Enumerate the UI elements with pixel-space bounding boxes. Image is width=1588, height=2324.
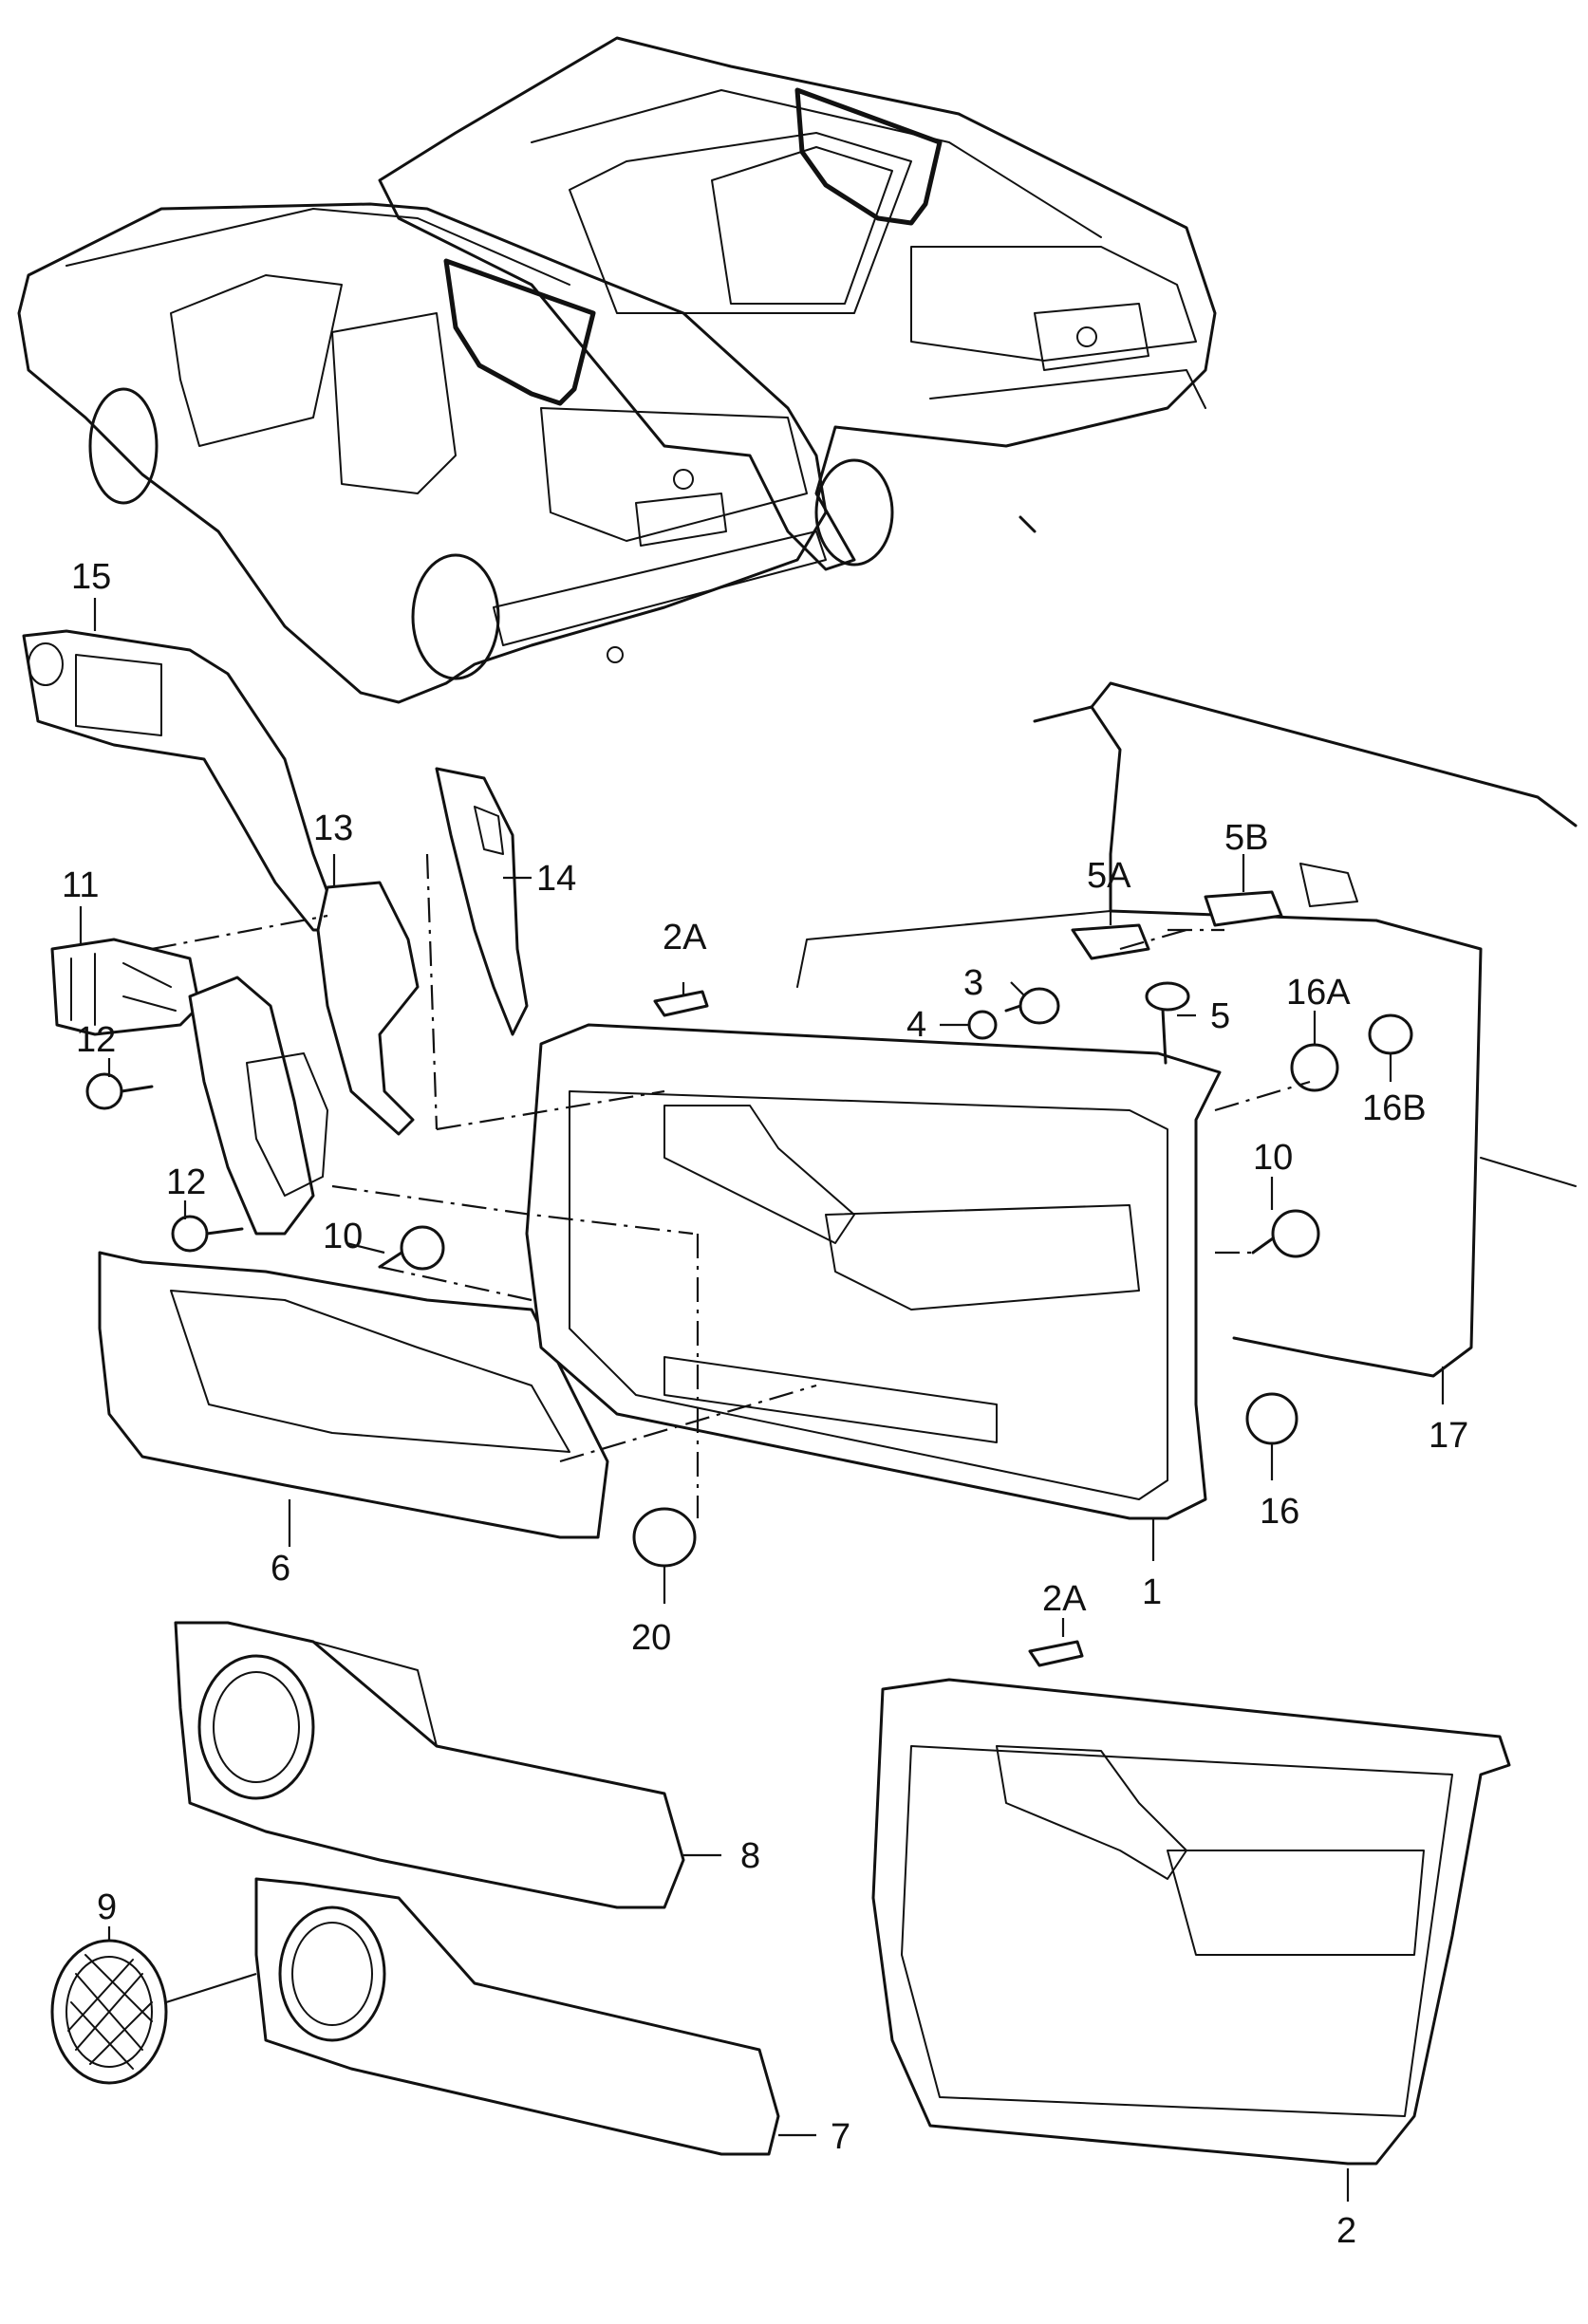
sedan-illustration xyxy=(378,36,1217,571)
callout-13: 13 xyxy=(313,809,353,848)
callout-5A: 5A xyxy=(1087,856,1131,896)
callout-7: 7 xyxy=(831,2117,850,2157)
door-handle-assembly xyxy=(188,976,328,1236)
callout-5B: 5B xyxy=(1224,818,1268,858)
callout-16A: 16A xyxy=(1286,973,1351,1013)
part-2-door-panel xyxy=(871,1678,1511,2166)
part-20-cap xyxy=(632,1507,697,1568)
part-12-screw-top xyxy=(85,1072,154,1110)
part-16B-clip xyxy=(1368,1013,1413,1055)
part-12-screw-bottom xyxy=(171,1215,244,1253)
part-5-rivet xyxy=(1145,981,1190,1065)
part-14-strip xyxy=(435,767,529,1036)
leader-lines xyxy=(79,598,1445,2202)
part-17-door-frame xyxy=(796,681,1578,1378)
part-10-clip-right xyxy=(1251,1209,1320,1258)
part-3-clip xyxy=(1004,987,1060,1025)
part-13-grip xyxy=(316,881,420,1136)
part-7-speaker-trim xyxy=(254,1877,780,2156)
callout-4: 4 xyxy=(906,1005,926,1045)
callout-8: 8 xyxy=(740,1836,760,1876)
part-8-speaker-trim xyxy=(174,1621,685,1909)
callout-10-left: 10 xyxy=(323,1217,363,1256)
callout-20: 20 xyxy=(631,1618,671,1658)
callout-10-right: 10 xyxy=(1253,1138,1293,1178)
callout-9: 9 xyxy=(97,1887,117,1927)
part-2A-clip-top xyxy=(653,990,709,1017)
part-16-clip xyxy=(1245,1392,1298,1445)
part-9-speaker-grille xyxy=(50,1939,168,2085)
part-6-lower-trim xyxy=(98,1251,609,1539)
part-11-bracket xyxy=(50,938,201,1036)
callout-6: 6 xyxy=(271,1549,290,1589)
connection-lines xyxy=(151,853,1311,1518)
callout-11: 11 xyxy=(62,865,99,905)
callout-16B: 16B xyxy=(1362,1088,1427,1128)
callout-16: 16 xyxy=(1260,1492,1299,1532)
callout-1: 1 xyxy=(1142,1572,1162,1612)
part-4-washer xyxy=(967,1010,998,1040)
part-5B-clip xyxy=(1204,890,1283,927)
callout-12-bottom: 12 xyxy=(166,1162,206,1202)
part-10-clip-left xyxy=(378,1225,445,1271)
callout-12-top: 12 xyxy=(76,1020,116,1060)
part-5A-clip xyxy=(1071,923,1150,960)
callout-labels: 15 13 14 11 12 12 10 6 2A 3 4 5A 5B 5 16… xyxy=(62,557,1468,2251)
callout-17: 17 xyxy=(1429,1416,1468,1456)
callout-2A-bottom: 2A xyxy=(1042,1579,1087,1619)
callout-3: 3 xyxy=(963,963,983,1003)
part-16A-clip xyxy=(1290,1043,1339,1092)
hatchback-illustration xyxy=(17,202,828,704)
callout-14: 14 xyxy=(536,859,576,899)
part-1-door-panel xyxy=(525,1023,1222,1520)
callout-5: 5 xyxy=(1210,996,1230,1036)
callout-2A-top: 2A xyxy=(663,918,707,957)
callout-15: 15 xyxy=(71,557,111,597)
part-2A-clip-bottom xyxy=(1028,1640,1084,1667)
callout-2: 2 xyxy=(1336,2211,1356,2251)
